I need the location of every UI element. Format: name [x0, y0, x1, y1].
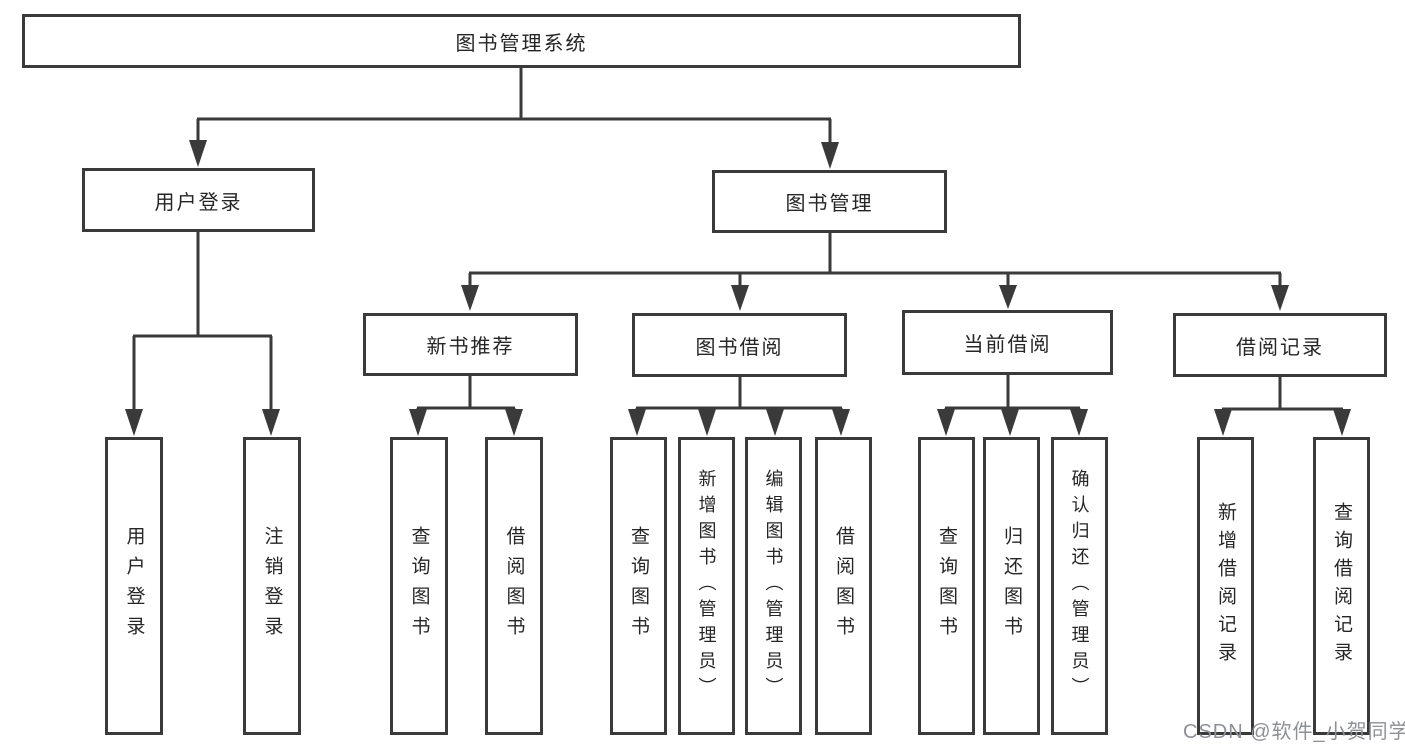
- node-new-book-recommend-label: 新书推荐: [426, 336, 515, 358]
- leaf-current-query-books-label: 查询图书: [936, 526, 957, 646]
- leaf-newbook-borrow-books-label: 借阅图书: [503, 526, 525, 646]
- node-book-borrowing-label: 图书借阅: [695, 336, 784, 359]
- leaf-user-login-label: 用户登录: [123, 526, 145, 646]
- node-borrowing-records: 借阅记录: [1173, 313, 1387, 377]
- leaf-borrowing-query-books: 查询图书: [610, 437, 667, 735]
- node-new-book-recommend: 新书推荐: [363, 313, 578, 376]
- leaf-current-query-books: 查询图书: [918, 437, 975, 735]
- node-current-borrowing: 当前借阅: [902, 310, 1113, 375]
- leaf-newbook-query-books-label: 查询图书: [408, 526, 430, 646]
- node-root-system: 图书管理系统: [22, 14, 1021, 68]
- node-root-label: 图书管理系统: [455, 32, 588, 55]
- leaf-borrowing-borrow-books-label: 借阅图书: [833, 526, 854, 646]
- node-current-borrowing-label: 当前借阅: [963, 334, 1052, 356]
- leaf-current-confirm-return-admin: 确认归还（管理员）: [1051, 437, 1108, 735]
- node-book-management-label: 图书管理: [785, 193, 874, 215]
- leaf-borrowing-edit-books-admin-label: 编辑图书（管理员）: [763, 469, 784, 703]
- node-book-management: 图书管理: [712, 170, 947, 233]
- leaf-records-query-record: 查询借阅记录: [1313, 437, 1370, 735]
- leaf-logout-label: 注销登录: [261, 526, 283, 646]
- leaf-logout: 注销登录: [243, 437, 301, 735]
- leaf-borrowing-edit-books-admin: 编辑图书（管理员）: [745, 437, 802, 735]
- node-user-login-label: 用户登录: [154, 191, 243, 214]
- leaf-current-confirm-return-admin-label: 确认归还（管理员）: [1069, 469, 1090, 703]
- arrowheads: [125, 140, 1351, 436]
- leaf-records-add-record: 新增借阅记录: [1197, 437, 1254, 735]
- leaf-records-add-record-label: 新增借阅记录: [1215, 502, 1236, 670]
- leaf-borrowing-add-books-admin-label: 新增图书（管理员）: [696, 469, 717, 703]
- leaf-current-return-books: 归还图书: [983, 437, 1040, 735]
- leaf-borrowing-borrow-books: 借阅图书: [815, 437, 872, 735]
- node-user-login: 用户登录: [82, 168, 315, 232]
- node-book-borrowing: 图书借阅: [632, 313, 847, 377]
- leaf-newbook-query-books: 查询图书: [390, 437, 448, 735]
- leaf-borrowing-query-books-label: 查询图书: [628, 526, 649, 646]
- leaf-borrowing-add-books-admin: 新增图书（管理员）: [678, 437, 735, 735]
- leaf-current-return-books-label: 归还图书: [1001, 526, 1022, 646]
- node-borrowing-records-label: 借阅记录: [1236, 336, 1324, 359]
- leaf-newbook-borrow-books: 借阅图书: [485, 437, 543, 735]
- leaf-user-login: 用户登录: [105, 437, 163, 735]
- leaf-records-query-record-label: 查询借阅记录: [1331, 502, 1352, 670]
- csdn-watermark: CSDN @软件_小贺同学: [1183, 721, 1405, 743]
